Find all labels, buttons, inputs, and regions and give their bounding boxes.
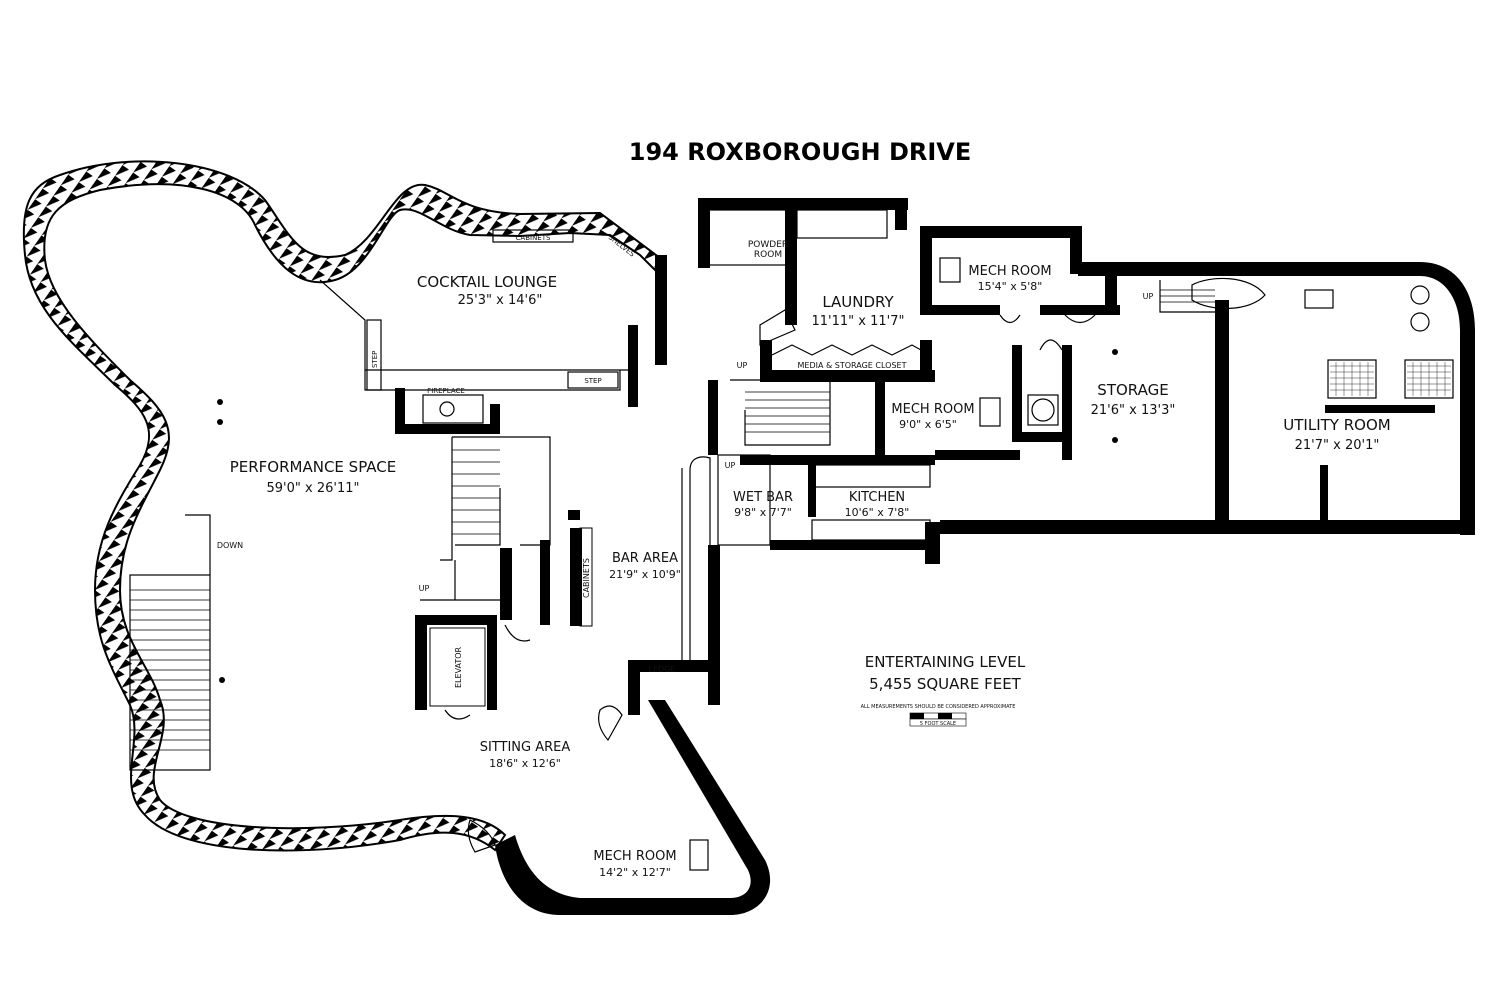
room-name-wet-bar: WET BAR	[733, 490, 793, 505]
room-dims-mech-room-2: 9'0" x 6'5"	[899, 418, 957, 431]
label-media-closet: MEDIA & STORAGE CLOSET	[798, 361, 907, 370]
room-name-sitting-area: SITTING AREA	[480, 740, 571, 755]
label-step-bottom: STEP	[584, 377, 601, 385]
room-dims-laundry: 11'11" x 11'7"	[812, 314, 905, 329]
room-dims-storage: 21'6" x 13'3"	[1091, 403, 1176, 418]
elevator-car	[429, 627, 486, 707]
room-name-mech-room-2: MECH ROOM	[891, 402, 974, 417]
room-name-cocktail-lounge: COCKTAIL LOUNGE	[417, 273, 557, 291]
label-cabinets-bar: CABINETS	[582, 558, 591, 598]
room-dims-cocktail-lounge: 25'3" x 14'6"	[458, 293, 543, 308]
label-ledge: LEDGE	[649, 665, 676, 674]
room-name-laundry: LAUNDRY	[822, 293, 894, 311]
level-name: ENTERTAINING LEVEL	[865, 653, 1026, 671]
label-cabinets-top: CABINETS	[516, 234, 551, 242]
label-up-1: UP	[737, 361, 748, 370]
room-dims-kitchen: 10'6" x 7'8"	[845, 506, 910, 519]
stair-treads	[130, 289, 1215, 751]
curved-perimeter-wall	[22, 160, 661, 852]
room-dims-bar-area: 21'9" x 10'9"	[609, 568, 681, 581]
label-elevator: ELEVATOR	[454, 646, 463, 688]
level-area: 5,455 SQUARE FEET	[869, 675, 1022, 693]
room-name-kitchen: KITCHEN	[849, 490, 905, 505]
label-step-left: STEP	[371, 351, 379, 368]
room-dims-sitting-area: 18'6" x 12'6"	[489, 757, 561, 770]
room-name-mech-room-1: MECH ROOM	[968, 264, 1051, 279]
label-up-3: UP	[419, 584, 430, 593]
room-name-utility-room: UTILITY ROOM	[1283, 416, 1390, 434]
scale-bar	[909, 712, 967, 727]
room-dims-utility-room: 21'7" x 20'1"	[1295, 438, 1380, 453]
label-up-4: UP	[1143, 292, 1154, 301]
room-name-storage: STORAGE	[1097, 381, 1168, 399]
label-up-2: UP	[725, 461, 736, 470]
label-fireplace: FIREPLACE	[427, 387, 465, 395]
label-down: DOWN	[217, 541, 243, 550]
measurement-disclaimer: ALL MEASUREMENTS SHOULD BE CONSIDERED AP…	[861, 704, 1016, 710]
room-dims-wet-bar: 9'8" x 7'7"	[734, 506, 792, 519]
plan-title: 194 ROXBOROUGH DRIVE	[629, 138, 972, 166]
scale-label: 5 FOOT SCALE	[920, 721, 956, 727]
bar-cabinets	[579, 527, 593, 627]
room-dims-mech-room-3: 14'2" x 12'7"	[599, 866, 671, 879]
column-markers	[217, 349, 1118, 683]
room-dims-mech-room-1: 15'4" x 5'8"	[978, 280, 1043, 293]
room-name-mech-room-3: MECH ROOM	[593, 849, 676, 864]
utility-grid-fixtures	[1330, 362, 1451, 396]
room-name-bar-area: BAR AREA	[612, 551, 678, 566]
room-dims-performance-space: 59'0" x 26'11"	[267, 481, 360, 496]
room-name-powder-room-line1: POWDER	[748, 240, 788, 250]
room-name-powder-room-line2: ROOM	[754, 250, 782, 260]
solid-walls	[395, 198, 1475, 915]
room-name-performance-space: PERFORMANCE SPACE	[230, 458, 397, 476]
thin-walls	[129, 209, 1454, 871]
